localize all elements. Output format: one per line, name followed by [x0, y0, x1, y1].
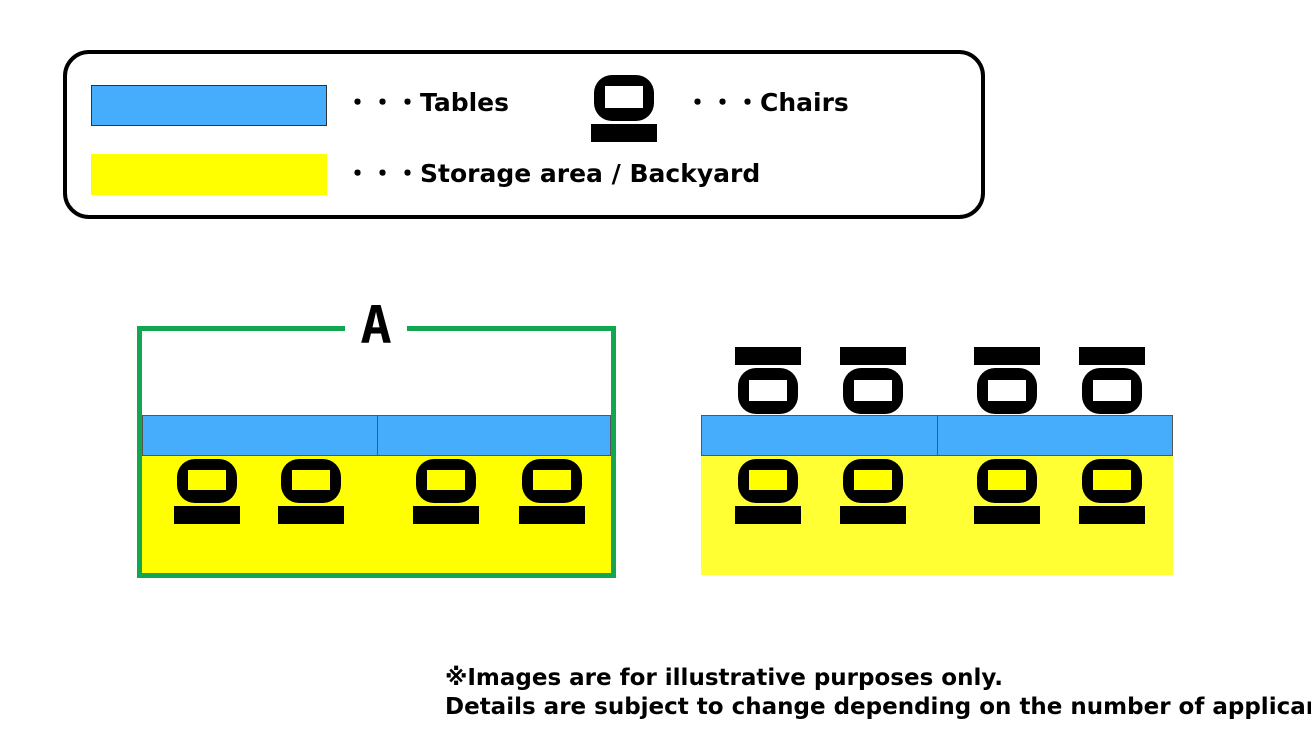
- legend-tables-label: ・・・Tables: [345, 88, 510, 117]
- table-b1: [701, 415, 938, 456]
- legend-box: ・・・Tables ・・・Chairs ・・・Storage area / Ba…: [63, 50, 985, 219]
- legend-storage-swatch: [91, 154, 327, 195]
- disclaimer-note: ※Images are for illustrative purposes on…: [445, 664, 1311, 722]
- chair-icon: [413, 459, 479, 524]
- chair-icon: [174, 459, 240, 524]
- chair-icon: [519, 459, 585, 524]
- table-a1: [142, 415, 378, 456]
- zone-a-border: [137, 326, 616, 578]
- disclaimer-line-1: ※Images are for illustrative purposes on…: [445, 665, 1003, 691]
- legend-storage-label: ・・・Storage area / Backyard: [345, 159, 761, 188]
- chair-icon: [735, 347, 801, 414]
- chair-icon: [840, 347, 906, 414]
- legend-table-swatch: [91, 85, 327, 126]
- chair-icon: [278, 459, 344, 524]
- table-a2: [377, 415, 611, 456]
- chair-icon: [974, 459, 1040, 524]
- table-b2: [937, 415, 1173, 456]
- chair-icon: [974, 347, 1040, 414]
- zone-a-label: A: [345, 292, 407, 360]
- chair-icon: [840, 459, 906, 524]
- chair-icon: [591, 75, 657, 142]
- disclaimer-line-2: Details are subject to change depending …: [445, 694, 1311, 720]
- legend-chairs-label: ・・・Chairs: [685, 88, 849, 117]
- chair-icon: [1079, 459, 1145, 524]
- chair-icon: [1079, 347, 1145, 414]
- chair-icon: [735, 459, 801, 524]
